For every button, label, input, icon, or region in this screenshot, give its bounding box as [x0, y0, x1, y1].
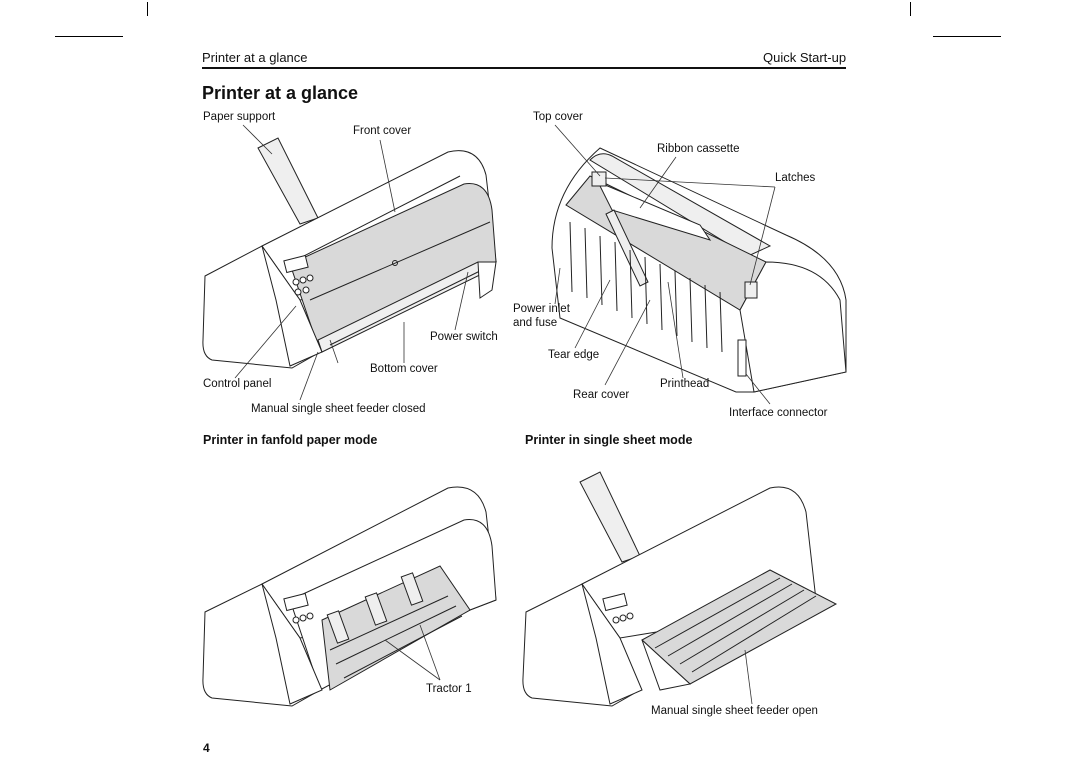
label-printhead: Printhead [660, 378, 710, 390]
label-interface-connector: Interface connector [729, 407, 828, 419]
page-number: 4 [203, 741, 210, 755]
label-tear-edge: Tear edge [548, 349, 600, 361]
label-paper-support: Paper support [203, 111, 276, 123]
label-front-cover: Front cover [353, 125, 412, 137]
printer-single-sheet-illustration [522, 471, 838, 707]
crop-mark-top-left [147, 2, 148, 16]
leaders-top-right [554, 124, 776, 405]
label-power-inlet-line2: and fuse [513, 317, 558, 329]
crop-rule-left [55, 36, 123, 37]
label-manual-feeder-closed: Manual single sheet feeder closed [251, 403, 426, 415]
label-tractor: Tractor 1 [426, 683, 472, 695]
running-header-right: Quick Start-up [763, 50, 847, 65]
label-control-panel: Control panel [203, 378, 272, 390]
label-bottom-cover: Bottom cover [370, 363, 438, 375]
printer-open-illustration [551, 147, 847, 393]
crop-mark-top-right [910, 2, 911, 16]
page-title: Printer at a glance [202, 83, 359, 103]
label-top-cover: Top cover [533, 111, 583, 123]
crop-rule-right [933, 36, 1001, 37]
printer-fanfold-illustration [202, 486, 497, 707]
label-rear-cover: Rear cover [573, 389, 630, 401]
label-manual-feeder-open: Manual single sheet feeder open [651, 705, 818, 717]
running-header-left: Printer at a glance [202, 50, 308, 65]
printer-closed-illustration [202, 137, 497, 369]
label-power-switch: Power switch [430, 331, 498, 343]
subheading-single-sheet: Printer in single sheet mode [525, 433, 693, 447]
header-rule [202, 67, 846, 69]
subheading-fanfold: Printer in fanfold paper mode [203, 433, 378, 447]
leaders-top-left [234, 124, 469, 401]
label-latches: Latches [775, 172, 816, 184]
leaders-bottom-right [744, 649, 753, 705]
leaders-bottom-left [384, 624, 441, 681]
label-power-inlet-line1: Power inlet [513, 303, 570, 315]
label-ribbon-cassette: Ribbon cassette [657, 143, 740, 155]
